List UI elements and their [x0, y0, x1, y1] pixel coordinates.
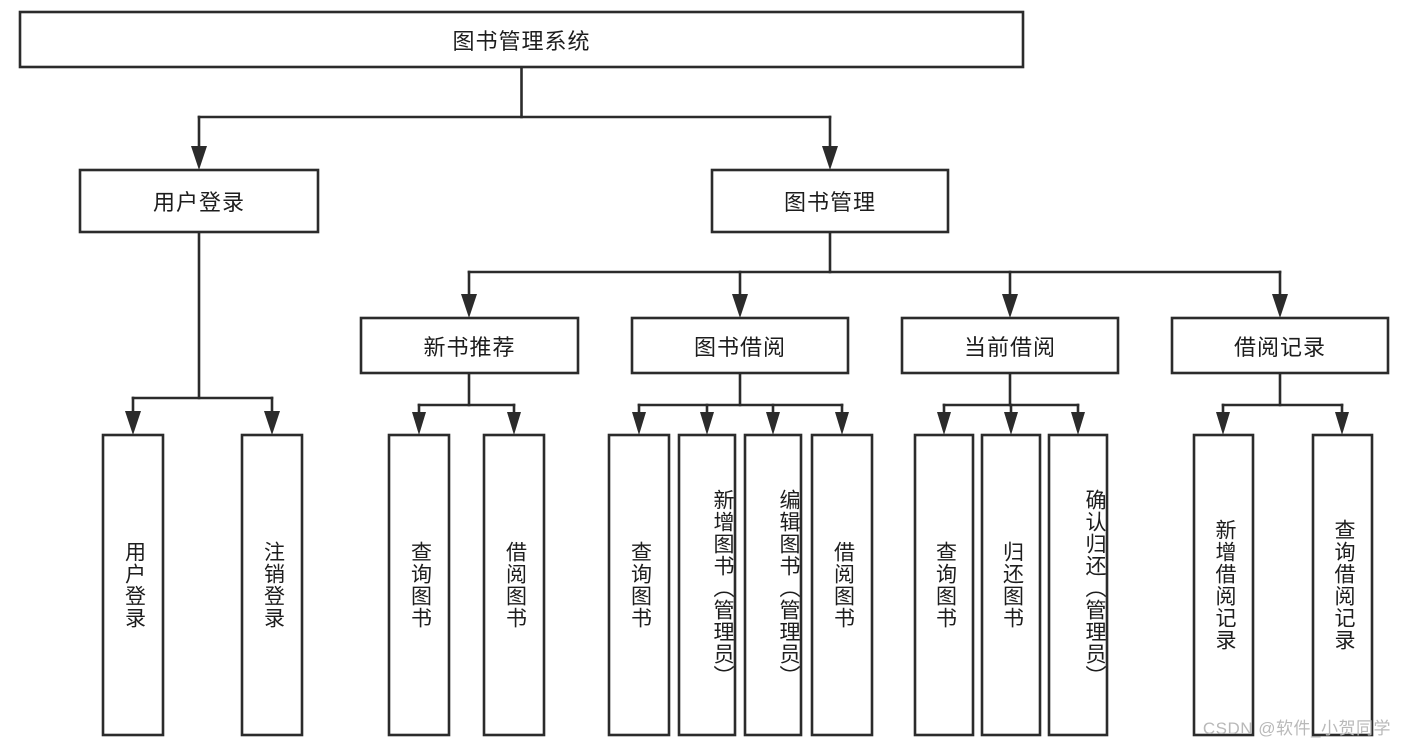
node-box-root[interactable]: [18, 10, 1025, 69]
leaf-box-edit-book[interactable]: [743, 433, 803, 737]
arrow-head-book-borrow: [732, 294, 748, 318]
arrow-head-leaf-logout-login: [264, 411, 280, 435]
node-box-new-book-rec[interactable]: [359, 316, 580, 375]
connector-group-newbookrec: [412, 371, 521, 435]
connector-group-currentborrow: [937, 371, 1085, 435]
leaf-box-return-book[interactable]: [980, 433, 1042, 737]
leaf-box-borrow-book-2[interactable]: [810, 433, 874, 737]
leaf-box-query-book-1[interactable]: [387, 433, 451, 737]
connector-group-borrowrecord: [1216, 371, 1349, 435]
node-box-user-login[interactable]: [78, 168, 320, 234]
leaf-box-query-book-3[interactable]: [913, 433, 975, 737]
node-box-current-borrow[interactable]: [900, 316, 1120, 375]
node-box-book-manage[interactable]: [710, 168, 950, 234]
leaf-box-add-record[interactable]: [1192, 433, 1255, 737]
arrow-head-borrow-record: [1272, 294, 1288, 318]
connector-group-root: [191, 65, 838, 170]
connector-group-userlogin: [125, 230, 280, 435]
leaf-box-user-login[interactable]: [101, 433, 165, 737]
arrow-head-leaf-query-book-3: [937, 412, 951, 435]
arrow-head-leaf-confirm-return: [1071, 412, 1085, 435]
leaf-box-add-book[interactable]: [677, 433, 737, 737]
arrow-head-bookmanage: [822, 146, 838, 170]
arrow-head-current-borrow: [1002, 294, 1018, 318]
arrow-head-leaf-query-book-1: [412, 412, 426, 435]
arrow-head-leaf-edit-book: [766, 412, 780, 435]
connector-group-bookmanage: [461, 230, 1288, 318]
arrow-head-leaf-query-record: [1335, 412, 1349, 435]
leaf-box-logout-login[interactable]: [240, 433, 304, 737]
leaf-box-query-book-2[interactable]: [607, 433, 671, 737]
arrow-head-leaf-user-login: [125, 411, 141, 435]
leaf-box-borrow-book-1[interactable]: [482, 433, 546, 737]
arrow-head-leaf-add-record: [1216, 412, 1230, 435]
arrow-head-new-book-rec: [461, 294, 477, 318]
connector-group-bookborrow: [632, 371, 849, 435]
arrow-head-leaf-add-book: [700, 412, 714, 435]
leaf-box-confirm-return[interactable]: [1047, 433, 1109, 737]
arrow-head-leaf-borrow-book-1: [507, 412, 521, 435]
node-box-borrow-record[interactable]: [1170, 316, 1390, 375]
arrow-head-leaf-return-book: [1004, 412, 1018, 435]
arrow-head-leaf-borrow-book-2: [835, 412, 849, 435]
arrow-head-userlogin: [191, 146, 207, 170]
arrow-head-leaf-query-book-2: [632, 412, 646, 435]
node-box-book-borrow[interactable]: [630, 316, 850, 375]
leaf-box-query-record[interactable]: [1311, 433, 1374, 737]
